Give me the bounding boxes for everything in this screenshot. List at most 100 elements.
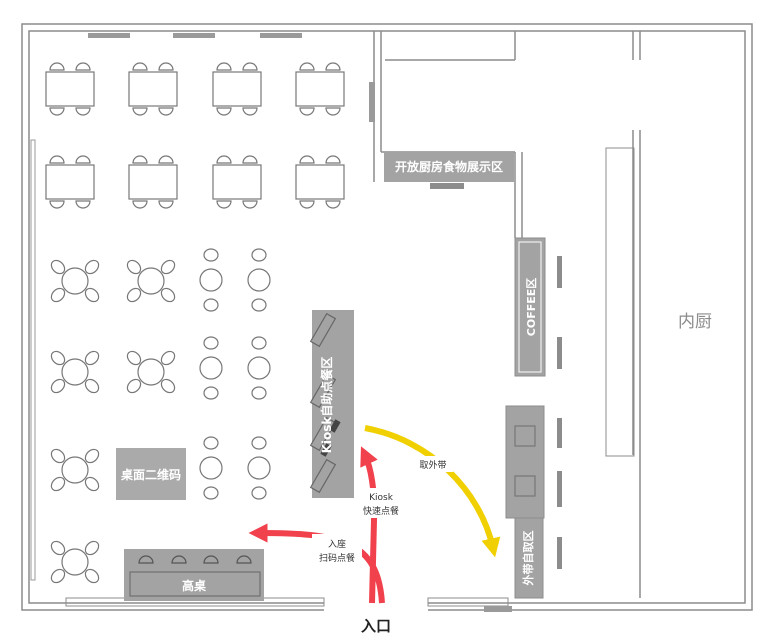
chair — [132, 155, 148, 164]
chair — [216, 155, 232, 164]
chair — [75, 200, 91, 209]
chair — [84, 378, 100, 394]
chair — [203, 336, 219, 350]
square-table — [45, 71, 95, 107]
kitchen-side-panel — [369, 82, 375, 122]
square-table — [212, 71, 262, 107]
coffee-label: COFFEE区 — [525, 278, 538, 336]
chair — [299, 107, 315, 116]
chair — [242, 62, 258, 71]
chair — [75, 62, 91, 71]
round-table — [199, 268, 223, 292]
seat-route-label-1: 入座 — [328, 538, 346, 550]
chair — [325, 200, 341, 209]
chair — [160, 259, 176, 275]
inner-counter — [605, 147, 635, 457]
chair — [50, 259, 66, 275]
round-table — [137, 267, 165, 295]
square-table — [45, 164, 95, 200]
round-table — [247, 356, 271, 380]
chair — [75, 107, 91, 116]
chair — [158, 62, 174, 71]
chair — [158, 107, 174, 116]
chair — [158, 155, 174, 164]
chair — [50, 287, 66, 303]
chair — [216, 107, 232, 116]
round-table — [247, 456, 271, 480]
takeaway-pickup-label: 外带自取区 — [521, 531, 535, 587]
takeaway-pickup-zone: 外带自取区 — [505, 405, 562, 599]
round-table — [61, 358, 89, 386]
round-table — [199, 456, 223, 480]
chair — [251, 248, 267, 262]
top-windows — [88, 33, 302, 38]
chair — [160, 287, 176, 303]
chair — [132, 200, 148, 209]
square-table — [212, 164, 262, 200]
open-kitchen-display-zone: 开放厨房食物展示区 — [384, 152, 514, 189]
chair — [126, 287, 142, 303]
chair — [84, 448, 100, 464]
dining-furniture — [45, 62, 345, 584]
chair — [242, 107, 258, 116]
kiosk-route-arrow — [360, 446, 378, 604]
chair — [160, 350, 176, 366]
chair — [242, 200, 258, 209]
chair — [84, 259, 100, 275]
square-table — [128, 164, 178, 200]
chair — [84, 476, 100, 492]
chair — [49, 107, 65, 116]
chair — [84, 540, 100, 556]
entrance-gap — [324, 598, 428, 614]
chair — [132, 107, 148, 116]
table-qr-zone: 桌面二维码 — [116, 448, 186, 500]
square-table — [295, 71, 345, 107]
chair — [158, 200, 174, 209]
chair — [126, 378, 142, 394]
chair — [325, 155, 341, 164]
chair — [251, 336, 267, 350]
inner-kitchen-label: 内厨 — [678, 312, 712, 332]
high-table-zone: 高桌 — [124, 549, 264, 601]
chair — [203, 298, 219, 312]
chair — [203, 386, 219, 400]
chair — [203, 436, 219, 450]
chair — [126, 350, 142, 366]
chair — [49, 155, 65, 164]
round-table — [199, 356, 223, 380]
left-window — [30, 139, 36, 581]
chair — [49, 62, 65, 71]
chair — [251, 436, 267, 450]
chair — [251, 486, 267, 500]
coffee-zone: COFFEE区 — [514, 237, 562, 377]
route-labels: Kiosk 快速点餐 入座 扫码点餐 取外带 — [312, 456, 453, 566]
chair — [84, 287, 100, 303]
kiosk-zone-label: Kiosk自助点餐区 — [319, 357, 334, 454]
chair — [299, 155, 315, 164]
chair — [132, 62, 148, 71]
round-table — [137, 358, 165, 386]
chair — [84, 568, 100, 584]
chair — [299, 62, 315, 71]
chair — [49, 200, 65, 209]
chair — [50, 378, 66, 394]
round-table — [247, 268, 271, 292]
round-table — [61, 548, 89, 576]
chair — [203, 248, 219, 262]
chair — [160, 378, 176, 394]
kiosk-zone: Kiosk自助点餐区 — [309, 310, 354, 498]
table-qr-label: 桌面二维码 — [120, 467, 181, 482]
kiosk-route-label-2: 快速点餐 — [363, 505, 399, 517]
chair — [75, 155, 91, 164]
entrance-label: 入口 — [361, 617, 391, 635]
outer-walls — [21, 23, 753, 611]
chair — [325, 62, 341, 71]
chair — [251, 298, 267, 312]
open-kitchen-label: 开放厨房食物展示区 — [395, 159, 503, 174]
chair — [216, 200, 232, 209]
chair — [251, 386, 267, 400]
chair — [50, 448, 66, 464]
chair — [50, 540, 66, 556]
